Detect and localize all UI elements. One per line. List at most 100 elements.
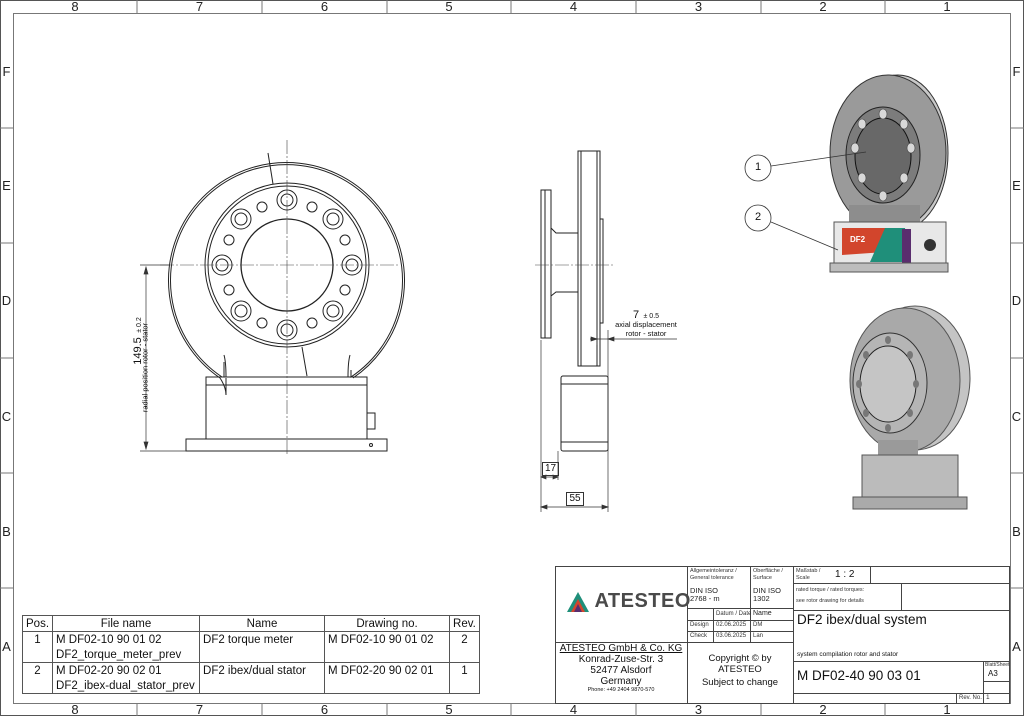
col-label: 3 <box>694 0 703 14</box>
drawing-no-cell: M DF02-20 90 02 01 <box>324 662 451 678</box>
row-label: E <box>1012 178 1021 193</box>
date-header: Datum / Date <box>716 611 752 617</box>
row-label: C <box>1011 409 1022 424</box>
axial-dimension-note-1: axial displacement <box>615 320 677 329</box>
row-label: B <box>1012 524 1021 539</box>
sheet-label: Blatt/Sheet <box>985 662 1010 668</box>
atesteo-logo: ATESTEO <box>566 590 691 613</box>
axial-dimension-value: 7 <box>632 309 640 321</box>
file-name-cell: M DF02-10 90 01 02 <box>52 631 201 647</box>
balloon-2: 2 <box>754 211 762 223</box>
col-label: 6 <box>320 0 329 14</box>
file-name-cell: M DF02-20 90 02 01 <box>52 662 201 678</box>
header-rev: Rev. <box>449 615 480 632</box>
drawing-title: DF2 ibex/dual system <box>797 612 927 627</box>
row-label: F <box>1012 64 1021 79</box>
col-label: 4 <box>569 0 578 14</box>
col-label: 2 <box>819 0 827 14</box>
col-label: 5 <box>445 0 453 14</box>
row-label: A <box>2 639 11 654</box>
rated-torque-line-1: rated torque / rated torques: <box>796 587 865 593</box>
side-view-drawing <box>535 150 677 512</box>
check-name: Lan <box>753 633 764 639</box>
parts-list-header: Pos. File name Name Drawing no. Rev. <box>21 615 480 632</box>
row-label: D <box>1011 293 1022 308</box>
row-label: E <box>2 178 11 193</box>
dimension-55: 55 <box>566 492 584 506</box>
balloon-1: 1 <box>754 161 762 173</box>
design-date: 02.06.2025 <box>716 622 747 628</box>
col-label: 2 <box>819 702 827 717</box>
surface-label: Oberfläche / Surface <box>753 568 783 581</box>
table-row: 2 M DF02-20 90 02 01 DF2 ibex/dual stato… <box>21 662 480 678</box>
row-label: B <box>2 524 11 539</box>
logo-triangle-icon <box>567 591 589 612</box>
company-name: ATESTEO GmbH & Co. KG <box>559 643 683 654</box>
file-name-cell-line2: DF2_ibex-dual_stator_prev <box>52 678 201 694</box>
col-label: 7 <box>195 702 204 717</box>
title-block <box>555 566 1010 704</box>
radial-dimension-note: radial position rotor - stator <box>140 322 150 413</box>
row-label: D <box>1 293 12 308</box>
table-row-continuation: DF2_torque_meter_prev <box>21 647 480 663</box>
col-label: 6 <box>320 702 329 717</box>
col-label: 1 <box>943 0 951 14</box>
header-drawing-no: Drawing no. <box>324 615 451 632</box>
header-pos: Pos. <box>21 615 54 632</box>
drawing-subtitle: system compilation rotor and stator <box>797 651 899 658</box>
name-header: Name <box>753 610 772 617</box>
col-label: 7 <box>195 0 204 14</box>
drawing-number: M DF02-40 90 03 01 <box>797 668 921 683</box>
rev-no-value: 1 <box>986 694 990 701</box>
table-row: 1 M DF02-10 90 01 02 DF2 torque meter M … <box>21 631 480 647</box>
check-label: Check <box>690 633 708 639</box>
design-label: Design <box>690 622 709 628</box>
check-date: 03.06.2025 <box>716 633 747 639</box>
surface-value-2: 1302 <box>753 594 770 603</box>
col-label: 1 <box>943 702 951 717</box>
company-address: ATESTEO GmbH & Co. KG Konrad-Zuse-Str. 3… <box>555 643 687 693</box>
general-tolerance-label: Allgemeintoleranz / General tolerance <box>690 568 737 581</box>
rev-no-label: Rev. No. <box>959 695 982 701</box>
isometric-rear-render <box>849 305 971 510</box>
surface-value-1: DIN ISO <box>753 586 781 595</box>
parts-list-table: Pos. File name Name Drawing no. Rev. 1 M… <box>21 615 480 694</box>
scale-value: 1 : 2 <box>835 569 855 580</box>
rev-cell: 2 <box>449 631 480 647</box>
company-phone: Phone: +49 2404 9870-570 <box>587 687 655 693</box>
rated-torque-line-2: see rotor drawing for details <box>796 598 864 604</box>
name-cell: DF2 torque meter <box>199 631 326 647</box>
company-street: Konrad-Zuse-Str. 3 <box>578 654 664 665</box>
col-label: 8 <box>71 0 79 14</box>
design-name: DM <box>753 622 763 628</box>
company-city: 52477 Alsdorf <box>590 665 652 676</box>
header-name: Name <box>199 615 326 632</box>
rev-cell: 1 <box>449 662 480 678</box>
front-view-drawing <box>140 140 405 455</box>
pos-cell: 2 <box>21 662 54 678</box>
svg-text:DF2: DF2 <box>850 235 866 244</box>
scale-label: Maßstab / Scale <box>796 568 821 581</box>
subject-to-change-text: Subject to change <box>701 677 779 688</box>
axial-dimension: 7 ± 0.5 <box>606 305 686 323</box>
file-name-cell-line2: DF2_torque_meter_prev <box>52 647 201 663</box>
company-country: Germany <box>600 676 642 687</box>
axial-dimension-tol: ± 0.5 <box>643 313 660 320</box>
row-label: F <box>2 64 11 79</box>
header-file-name: File name <box>52 615 201 632</box>
row-label: C <box>1 409 12 424</box>
table-row-continuation: DF2_ibex-dual_stator_prev <box>21 678 480 694</box>
copyright-text: Copyright © by ATESTEO <box>708 653 772 675</box>
general-tolerance-value-1: DIN ISO <box>690 586 718 595</box>
col-label: 5 <box>445 702 453 717</box>
logo-text: ATESTEO <box>594 590 691 612</box>
col-label: 4 <box>569 702 578 717</box>
dimension-17: 17 <box>542 462 559 476</box>
pos-cell: 1 <box>21 631 54 647</box>
isometric-front-render: DF2 <box>829 74 949 273</box>
drawing-no-cell: M DF02-10 90 01 02 <box>324 631 451 647</box>
col-label: 3 <box>694 702 703 717</box>
row-label: A <box>1012 639 1021 654</box>
